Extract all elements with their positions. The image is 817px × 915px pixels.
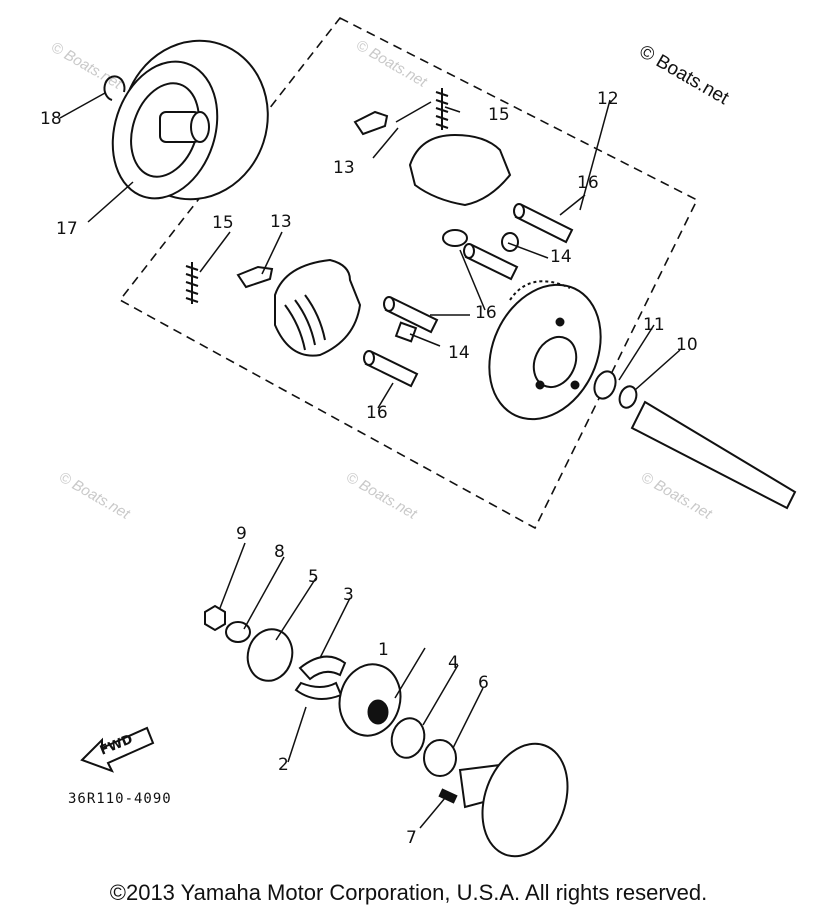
shoe-pin-bottom <box>363 350 419 388</box>
part-label: 14 <box>448 343 470 363</box>
clutch-half-upper <box>298 655 347 681</box>
part-label: 14 <box>550 247 572 267</box>
clutch-half-lower <box>294 681 343 700</box>
pin-collar-upper <box>501 232 519 252</box>
part-label: 2 <box>278 755 289 775</box>
watermark: © Boats.net <box>638 469 715 523</box>
shoe-pin-mid <box>463 243 519 281</box>
clutch-carrier-gear <box>488 280 602 421</box>
collar <box>618 385 638 409</box>
lock-washer <box>225 621 251 643</box>
part-number-labels: 1 2 3 4 5 6 7 8 9 10 11 12 13 13 14 14 1… <box>40 89 698 848</box>
part-label: 10 <box>676 335 698 355</box>
circlip <box>103 75 126 101</box>
watermark: © Boats.net <box>343 469 420 523</box>
part-label: 15 <box>212 213 234 233</box>
shoe-spring-upper <box>435 88 449 130</box>
forward-direction-arrow: FWD <box>80 726 155 773</box>
woodruff-key <box>438 788 458 804</box>
shoe-pivot-plate-lower <box>236 265 274 289</box>
copyright-footer: ©2013 Yamaha Motor Corporation, U.S.A. A… <box>109 880 708 905</box>
one-way-clutch <box>246 628 294 682</box>
shoe-pin-upper <box>513 203 574 244</box>
clutch-shoe-lower <box>274 258 362 357</box>
drawing-code: 36R110-4090 <box>68 791 172 807</box>
watermark: © Boats.net <box>56 469 133 523</box>
exploded-parts-diagram: © Boats.net © Boats.net © Boats.net © Bo… <box>40 16 797 858</box>
part-label: 9 <box>236 524 247 544</box>
part-label: 13 <box>270 212 292 232</box>
part-label: 11 <box>643 315 665 335</box>
thrust-plate <box>390 717 426 759</box>
pin-collar-lower <box>394 321 418 343</box>
part-label: 16 <box>577 173 599 193</box>
part-label: 16 <box>366 403 388 423</box>
spacer-collar <box>423 739 457 777</box>
shoe-pin-boss <box>442 229 468 247</box>
part-label: 3 <box>343 585 354 605</box>
starter-pulley <box>458 742 569 858</box>
watermark: © Boats.net <box>48 39 125 93</box>
clutch-assembly-outline <box>118 16 699 530</box>
shoe-pivot-plate-upper <box>353 110 389 136</box>
leader-lines <box>59 92 681 829</box>
part-label: 5 <box>308 567 319 587</box>
part-label: 16 <box>475 303 497 323</box>
part-label: 13 <box>333 158 355 178</box>
brand-mark: © Boats.net <box>636 41 733 109</box>
part-label: 18 <box>40 109 62 129</box>
part-label: 12 <box>597 89 619 109</box>
shoe-spring-lower <box>185 262 199 304</box>
shoe-pin-lower <box>383 296 439 334</box>
part-label: 4 <box>448 653 459 673</box>
part-label: 1 <box>378 640 389 660</box>
part-label: 8 <box>274 542 285 562</box>
primary-sheave <box>111 39 269 201</box>
primary-driven-gear <box>338 663 402 737</box>
clutch-shoe-upper <box>408 133 512 207</box>
nut <box>204 604 226 632</box>
part-label: 7 <box>406 828 417 848</box>
washer <box>593 370 617 400</box>
part-label: 17 <box>56 219 78 239</box>
crankshaft-end <box>630 400 797 510</box>
part-label: 6 <box>478 673 489 693</box>
part-label: 15 <box>488 105 510 125</box>
watermark: © Boats.net <box>353 37 430 91</box>
